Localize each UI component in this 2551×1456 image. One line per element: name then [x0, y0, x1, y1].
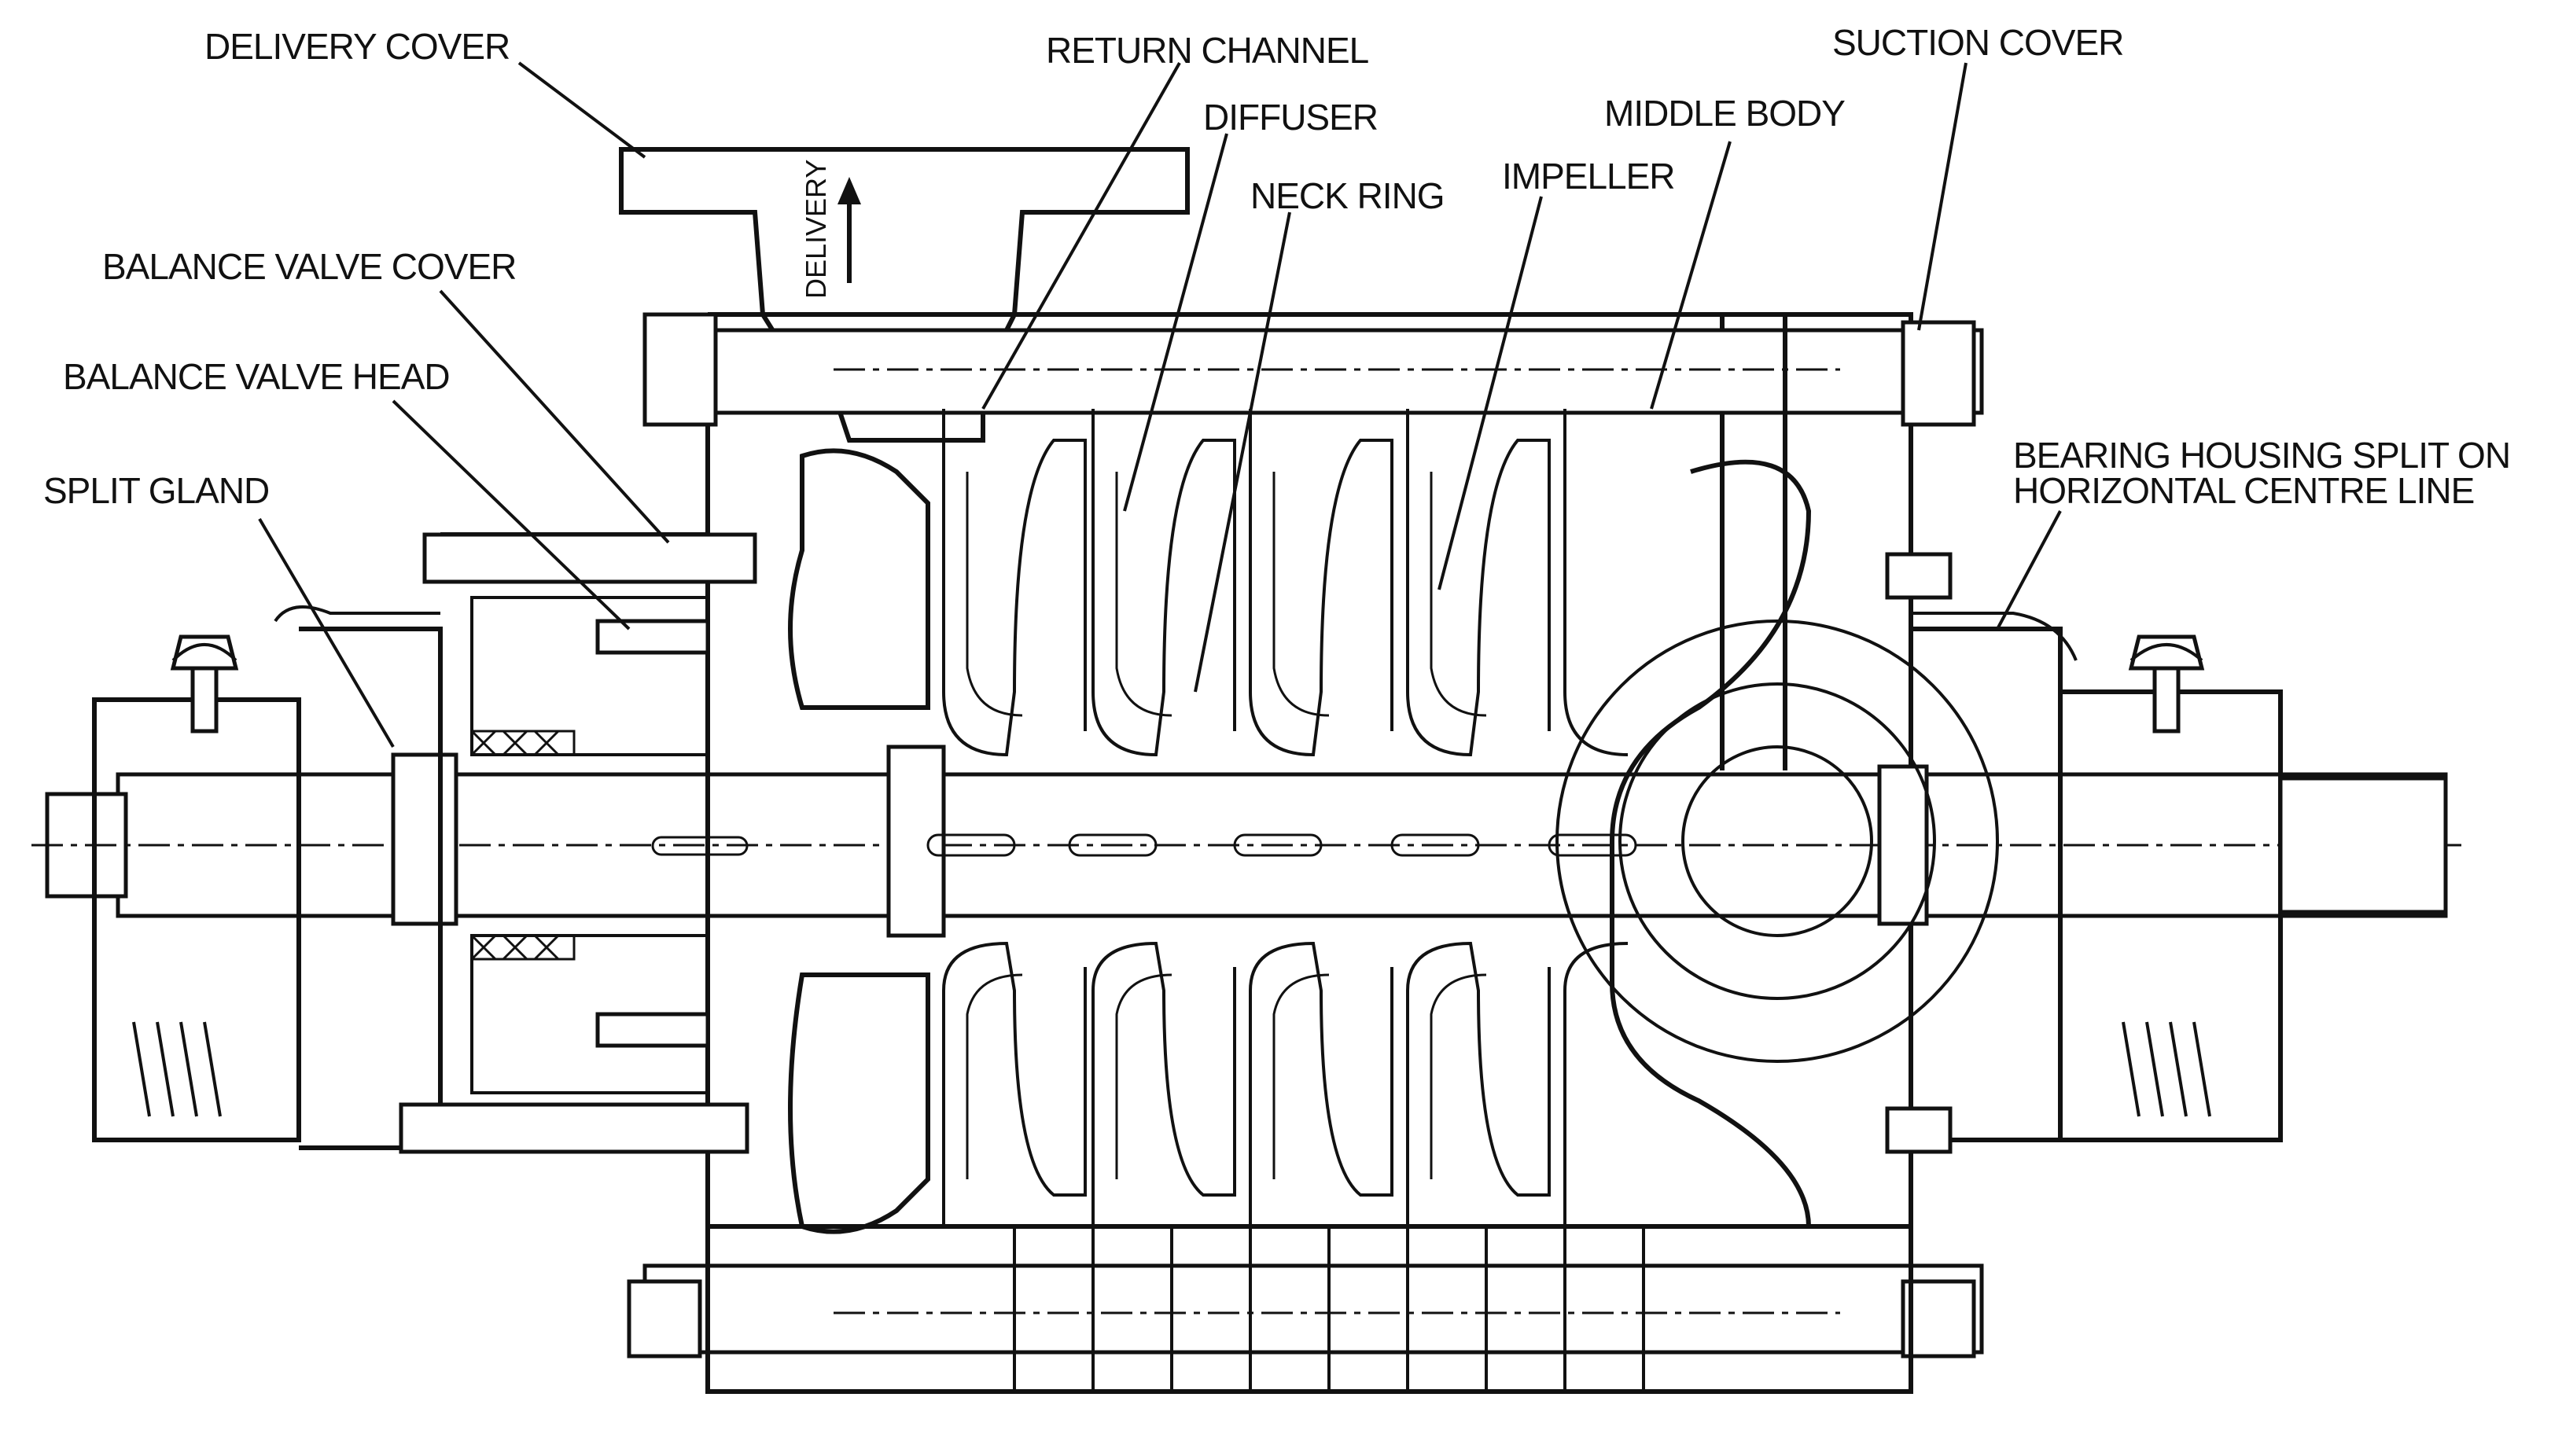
label-balance-valve-cover: BALANCE VALVE COVER	[102, 246, 516, 287]
leader-neck-ring	[1194, 211, 1291, 693]
delivery-arrow-label: DELIVERY	[800, 160, 832, 299]
label-delivery-cover: DELIVERY COVER	[204, 26, 510, 67]
delivery-arrow: DELIVERY	[800, 160, 861, 299]
leader-delivery-cover	[517, 61, 646, 159]
label-bearing-housing-line1: BEARING HOUSING SPLIT ON	[2013, 435, 2510, 476]
leader-balance-valve-cover	[439, 289, 670, 544]
leader-balance-valve-head	[392, 399, 631, 631]
leader-split-gland	[258, 517, 395, 748]
leader-middle-body	[1650, 141, 1732, 410]
pump-stages	[788, 409, 1629, 1234]
leader-bearing-housing	[1996, 510, 2062, 630]
label-balance-valve-head: BALANCE VALVE HEAD	[63, 356, 450, 397]
pump-casing	[619, 147, 1984, 1394]
leader-lines	[258, 61, 2062, 748]
label-neck-ring: NECK RING	[1250, 175, 1445, 216]
leader-return-channel	[981, 62, 1181, 410]
leader-suction-cover	[1917, 62, 1968, 331]
labels: DELIVERY COVER RETURN CHANNEL SUCTION CO…	[43, 22, 2511, 511]
label-suction-cover: SUCTION COVER	[1832, 22, 2123, 63]
leader-impeller	[1437, 196, 1543, 590]
label-impeller: IMPELLER	[1502, 156, 1675, 197]
label-bearing-housing-line2: HORIZONTAL CENTRE LINE	[2013, 470, 2474, 511]
left-bearing-housing	[92, 532, 757, 1154]
right-bearing-housing	[1885, 552, 2448, 1154]
label-middle-body: MIDDLE BODY	[1604, 93, 1845, 134]
label-split-gland: SPLIT GLAND	[43, 470, 269, 511]
suction-branch	[1555, 314, 1999, 1227]
label-return-channel: RETURN CHANNEL	[1046, 30, 1369, 71]
label-diffuser: DIFFUSER	[1203, 97, 1378, 138]
leader-diffuser	[1123, 133, 1228, 512]
shaft	[31, 745, 2461, 938]
